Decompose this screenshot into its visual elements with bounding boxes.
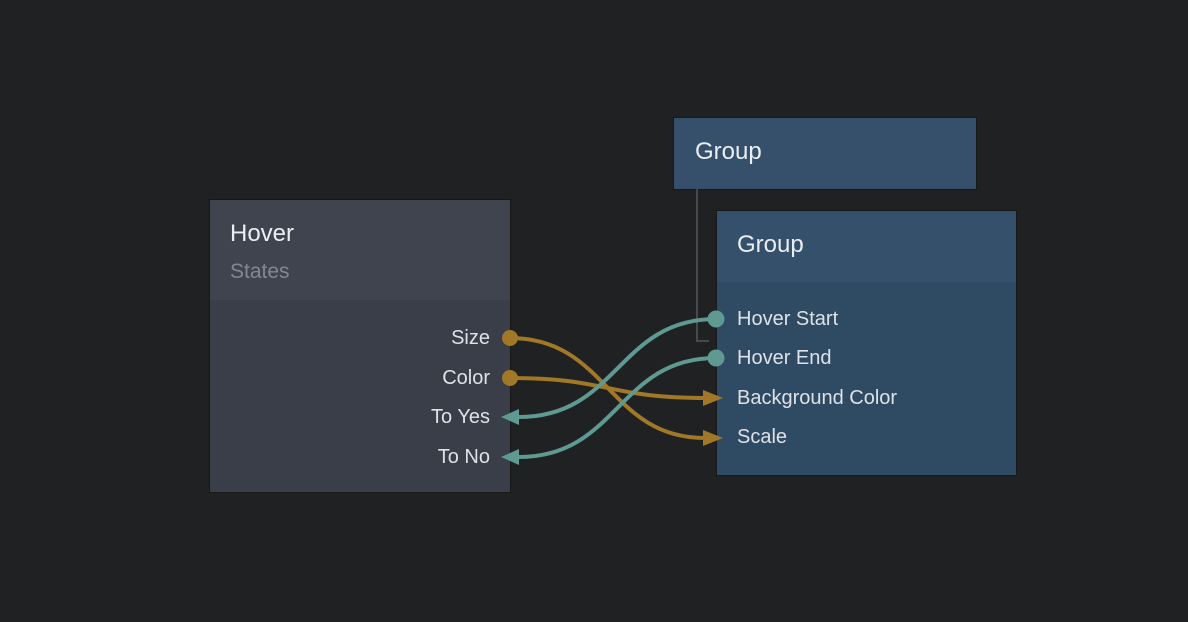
- arrowhead-to-yes[interactable]: [501, 409, 519, 425]
- arrowhead-to-no[interactable]: [501, 449, 519, 465]
- port-size[interactable]: Size: [451, 327, 490, 349]
- group-parent-node[interactable]: Group: [674, 118, 976, 189]
- port-dot-hover-end[interactable]: [707, 349, 725, 367]
- hover-node-title: Hover: [230, 220, 295, 247]
- port-to-yes[interactable]: To Yes: [431, 406, 490, 428]
- group-child-node[interactable]: Group Hover Start Hover End Background C…: [717, 211, 1016, 475]
- arrowhead-background-color[interactable]: [703, 390, 723, 406]
- port-to-no[interactable]: To No: [437, 446, 490, 468]
- hierarchy-connector-line: [696, 189, 709, 342]
- port-background-color[interactable]: Background Color: [737, 387, 898, 409]
- connection-hover-end-to-to-no[interactable]: [517, 356, 718, 459]
- port-dot-size[interactable]: [502, 330, 518, 346]
- connection-color-to-background-color[interactable]: [508, 376, 707, 400]
- group-parent-title: Group: [695, 138, 762, 165]
- port-color[interactable]: Color: [442, 367, 490, 389]
- group-child-title: Group: [737, 231, 804, 258]
- arrowhead-scale[interactable]: [703, 430, 723, 446]
- port-hover-start[interactable]: Hover Start: [737, 308, 839, 330]
- port-dot-color[interactable]: [502, 370, 518, 386]
- connection-hover-start-to-to-yes[interactable]: [517, 317, 718, 419]
- group-child-header: Group: [717, 211, 1016, 282]
- port-dot-hover-start[interactable]: [707, 310, 725, 328]
- hover-states-node[interactable]: Hover States Size Color To Yes To No: [210, 200, 510, 492]
- hover-node-header: Hover States: [210, 200, 510, 300]
- port-hover-end[interactable]: Hover End: [737, 347, 832, 369]
- port-scale[interactable]: Scale: [737, 426, 788, 448]
- hover-node-subtitle: States: [230, 260, 290, 283]
